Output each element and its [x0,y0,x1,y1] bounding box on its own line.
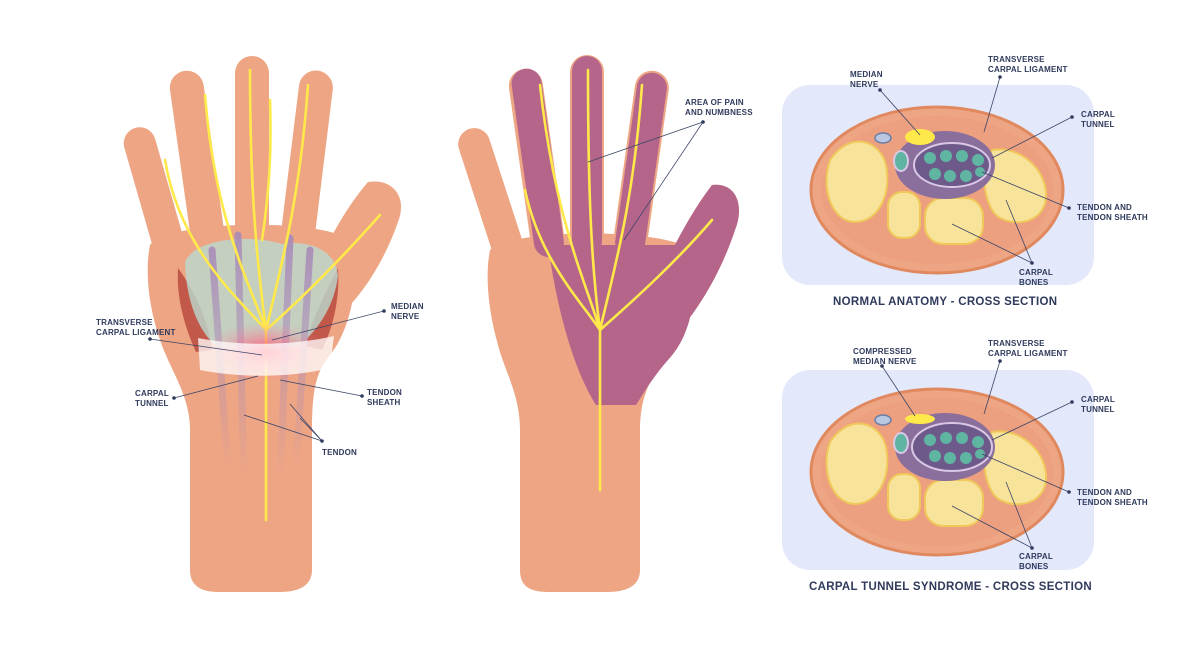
label-line-2: SHEATH [367,397,401,407]
label-tendon-sheath: TENDON SHEATH [367,388,402,407]
leader-dots [148,75,1074,550]
left-hand-ligament [198,336,334,376]
normal-median-nerve [905,129,935,145]
caption-normal-anatomy: NORMAL ANATOMY - CROSS SECTION [833,296,1058,308]
syndrome-extra-tendon [893,432,909,454]
label-compressed-median-nerve: COMPRESSED MEDIAN NERVE [853,347,917,366]
syndrome-tendons [924,432,985,464]
label-line-1: TENDON [322,448,357,457]
label-line-1: TRANSVERSE [96,318,153,327]
label-line-1: CARPAL [1019,268,1053,277]
label-area-of-pain: AREA OF PAIN AND NUMBNESS [685,98,753,117]
normal-tendons [924,150,985,182]
middle-hand-numbness [458,55,740,592]
cross-section-normal [782,85,1094,285]
cross-section-syndrome [782,370,1094,570]
syndrome-carpal-bones [825,422,1048,527]
label-line-2: TENDON SHEATH [1077,212,1148,222]
label-line-1: TENDON [367,388,402,397]
label-line-2: CARPAL LIGAMENT [96,327,176,337]
label-carpal-bones-normal: CARPAL BONES [1019,268,1053,287]
label-line-1: CARPAL [1081,110,1115,119]
label-carpal-tunnel-left: CARPAL TUNNEL [135,389,169,408]
caption-carpal-tunnel-syndrome: CARPAL TUNNEL SYNDROME - CROSS SECTION [809,581,1092,593]
label-line-2: TUNNEL [135,398,169,408]
label-transverse-ligament-syndrome: TRANSVERSE CARPAL LIGAMENT [988,339,1068,358]
label-tendon-sheath-normal: TENDON AND TENDON SHEATH [1077,203,1148,222]
label-line-2: BONES [1019,561,1049,571]
label-line-2: CARPAL LIGAMENT [988,348,1068,358]
label-line-2: TENDON SHEATH [1077,497,1148,507]
label-line-1: TRANSVERSE [988,339,1045,348]
label-carpal-bones-syndrome: CARPAL BONES [1019,552,1053,571]
label-line-2: TUNNEL [1081,404,1115,414]
label-line-1: CARPAL [1081,395,1115,404]
label-line-1: MEDIAN [850,70,883,79]
label-carpal-tunnel-syndrome: CARPAL TUNNEL [1081,395,1115,414]
label-line-2: AND NUMBNESS [685,107,753,117]
label-line-1: MEDIAN [391,302,424,311]
label-line-1: CARPAL [1019,552,1053,561]
label-tendon-sheath-syndrome: TENDON AND TENDON SHEATH [1077,488,1148,507]
label-line-2: BONES [1019,277,1049,287]
label-line-1: TENDON AND [1077,203,1133,212]
label-transverse-ligament-normal: TRANSVERSE CARPAL LIGAMENT [988,55,1068,74]
label-line-1: COMPRESSED [853,347,912,356]
label-carpal-tunnel-normal: CARPAL TUNNEL [1081,110,1115,129]
label-line-2: NERVE [850,79,879,89]
left-hand-median-nerve [163,68,382,522]
syndrome-compressed-nerve [905,414,935,424]
label-median-nerve-left: MEDIAN NERVE [391,302,424,321]
label-line-1: AREA OF PAIN [685,98,744,107]
label-line-1: TENDON AND [1077,488,1133,497]
label-line-2: NERVE [391,311,420,321]
normal-artery [874,132,892,144]
left-hand-anatomy [123,56,402,592]
normal-extra-tendon [893,150,909,172]
label-tendon: TENDON [322,448,357,458]
label-line-1: CARPAL [135,389,169,398]
label-line-2: CARPAL LIGAMENT [988,64,1068,74]
syndrome-artery [874,414,892,426]
label-line-2: TUNNEL [1081,119,1115,129]
label-line-1: TRANSVERSE [988,55,1045,64]
label-median-nerve-normal: MEDIAN NERVE [850,70,883,89]
leader-lines [149,76,1073,549]
label-transverse-carpal-ligament: TRANSVERSE CARPAL LIGAMENT [96,318,176,337]
normal-carpal-bones [825,140,1048,245]
middle-hand-nerve [523,68,714,492]
label-line-2: MEDIAN NERVE [853,356,917,366]
